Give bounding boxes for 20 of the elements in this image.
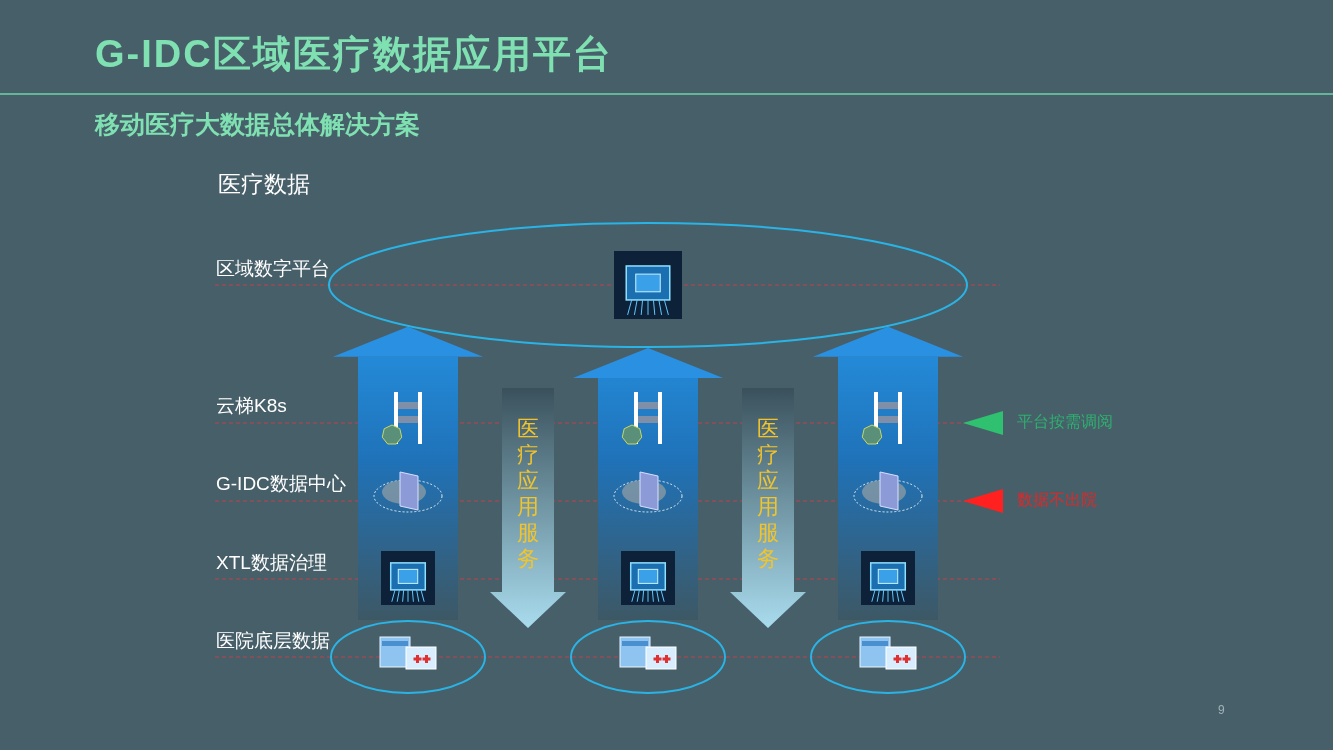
down-arrow-box xyxy=(490,388,566,628)
page-number: 9 xyxy=(1218,704,1225,718)
up-arrow xyxy=(333,326,483,620)
vertical-label: 医疗应用服务 xyxy=(757,416,779,572)
note-text: 平台按需调阅 xyxy=(1017,413,1113,431)
up-arrow xyxy=(573,348,723,620)
hospital-ellipse xyxy=(330,620,486,694)
row-label: XTL数据治理 xyxy=(216,553,327,574)
row-label: 云梯K8s xyxy=(216,396,287,417)
hospital-ellipse xyxy=(570,620,726,694)
platform-ellipse xyxy=(328,222,968,348)
title: G-IDC区域医疗数据应用平台 xyxy=(95,34,613,76)
down-arrow-box xyxy=(730,388,806,628)
section-heading: 医疗数据 xyxy=(218,172,310,198)
subtitle: 移动医疗大数据总体解决方案 xyxy=(95,111,420,139)
hospital-ellipse xyxy=(810,620,966,694)
note-text: 数据不出院 xyxy=(1017,491,1097,509)
up-arrow xyxy=(813,326,963,620)
row-label: G-IDC数据中心 xyxy=(216,474,346,495)
vertical-label: 医疗应用服务 xyxy=(517,416,539,572)
